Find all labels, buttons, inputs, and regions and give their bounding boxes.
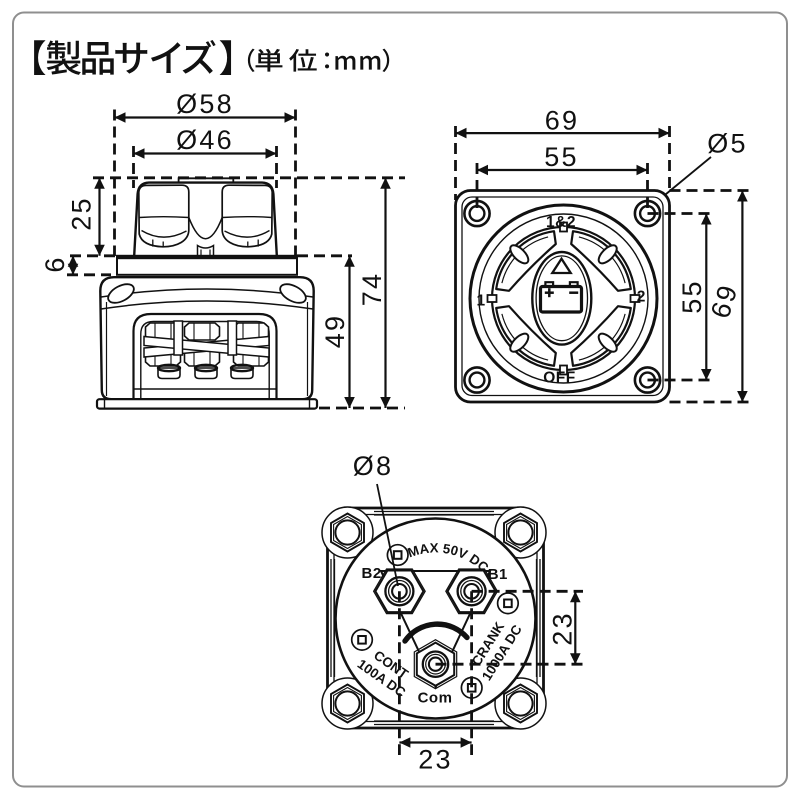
svg-text:55: 55 <box>677 279 707 313</box>
svg-text:Com: Com <box>418 690 453 707</box>
svg-text:49: 49 <box>320 314 350 348</box>
svg-text:Ø8: Ø8 <box>353 451 393 481</box>
svg-text:23: 23 <box>418 745 452 775</box>
svg-text:74: 74 <box>357 272 387 306</box>
svg-text:55: 55 <box>544 142 578 172</box>
svg-text:Ø5: Ø5 <box>707 129 747 159</box>
svg-text:6: 6 <box>40 255 70 272</box>
svg-text:2: 2 <box>637 289 646 306</box>
svg-text:B1: B1 <box>488 566 508 583</box>
svg-text:69: 69 <box>545 105 579 135</box>
svg-text:1&2: 1&2 <box>546 214 576 231</box>
svg-text:25: 25 <box>67 196 97 230</box>
svg-text:1: 1 <box>476 293 485 310</box>
svg-text:23: 23 <box>548 611 578 645</box>
svg-text:OFF: OFF <box>543 370 576 387</box>
svg-text:Ø46: Ø46 <box>176 125 234 155</box>
svg-text:B2: B2 <box>362 565 382 582</box>
svg-text:Ø58: Ø58 <box>176 89 234 119</box>
